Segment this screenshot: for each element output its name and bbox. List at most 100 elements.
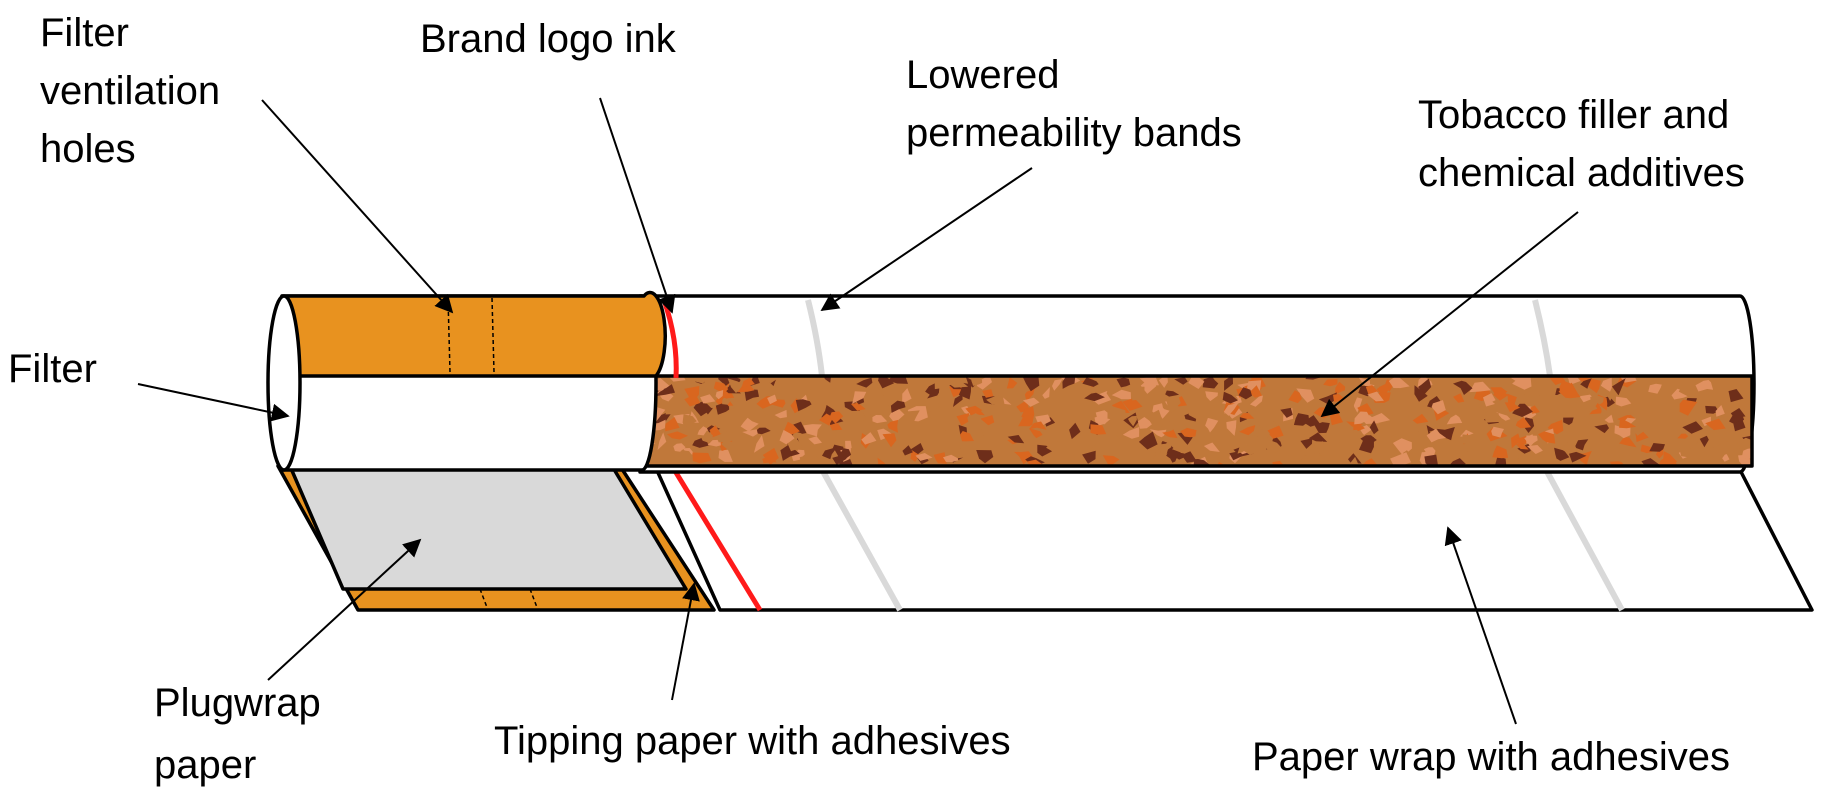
tobacco-flake <box>1327 433 1345 444</box>
tobacco-flake <box>1254 428 1270 440</box>
tobacco-flake <box>1705 418 1726 431</box>
tobacco-flake <box>1188 376 1205 389</box>
tobacco-flake <box>1483 393 1498 407</box>
tobacco-flake <box>689 376 707 384</box>
tobacco-flake <box>1450 458 1466 466</box>
tobacco-flake <box>1615 443 1630 462</box>
tobacco-flake <box>1390 452 1411 466</box>
tobacco-flake <box>1524 434 1535 447</box>
tobacco-flake <box>1132 386 1145 401</box>
tobacco-flake <box>1515 417 1532 429</box>
tobacco-flake <box>915 453 933 461</box>
tobacco-flake <box>1022 376 1040 392</box>
tobacco-flake <box>1426 428 1447 443</box>
tobacco-flake <box>1158 441 1170 456</box>
tobacco-flake <box>1243 444 1259 455</box>
tobacco-flake <box>715 402 730 415</box>
tobacco-flake <box>1469 381 1491 393</box>
tobacco-flake <box>721 439 739 453</box>
label-plugwrap-paper: Plugwrap paper <box>154 681 332 787</box>
tobacco-flake <box>1007 435 1025 444</box>
tobacco-flake <box>1446 414 1463 425</box>
tobacco-flake <box>1568 405 1588 418</box>
tobacco-flake <box>1116 427 1127 442</box>
tobacco-flake <box>1504 402 1521 413</box>
tobacco-flake <box>1202 376 1219 389</box>
sheet-vent-dash-2 <box>529 588 539 611</box>
tobacco-flake <box>772 399 786 408</box>
tobacco-flake <box>1658 456 1678 466</box>
tobacco-flake <box>1494 456 1507 466</box>
tobacco-flake <box>1239 425 1256 436</box>
tobacco-flake <box>837 448 852 459</box>
tobacco-flake <box>862 410 872 418</box>
tobacco-flake <box>1094 414 1106 426</box>
tobacco-flake <box>1037 444 1052 457</box>
tobacco-flake <box>791 453 801 462</box>
tobacco-flake <box>971 376 983 386</box>
tobacco-flake <box>1045 441 1065 453</box>
tobacco-flake <box>1730 408 1746 419</box>
tobacco-flake <box>1600 377 1612 392</box>
tobacco-flake <box>744 389 759 401</box>
tobacco-flake <box>1353 397 1363 413</box>
tobacco-flake <box>856 377 873 388</box>
tobacco-flake <box>1174 377 1188 385</box>
tobacco-flake <box>1594 424 1609 434</box>
tobacco-flake <box>707 439 721 447</box>
label-brand-logo-ink: Brand logo ink <box>420 17 677 61</box>
tobacco-flake <box>1678 383 1698 397</box>
tobacco-flake <box>780 444 800 461</box>
tobacco-flake <box>950 447 967 459</box>
tobacco-flake <box>727 378 747 393</box>
arrow-tipping <box>671 582 700 701</box>
tobacco-filler <box>628 374 1754 468</box>
tobacco-flake <box>1563 417 1574 425</box>
tobacco-flake <box>1006 377 1018 389</box>
tobacco-flake <box>1538 431 1556 444</box>
tobacco-flake <box>1561 442 1577 452</box>
tobacco-flake <box>1677 433 1689 439</box>
tobacco-flake <box>1527 445 1543 454</box>
tobacco-flake <box>1052 379 1063 391</box>
tobacco-flake <box>806 455 821 463</box>
tobacco-flake <box>872 415 888 424</box>
tobacco-flake <box>667 431 688 440</box>
tobacco-flake <box>787 439 803 452</box>
arrow-tobacco <box>1320 211 1579 418</box>
tobacco-flake <box>850 402 866 411</box>
tobacco-flake <box>1280 407 1293 418</box>
label-filter: Filter <box>8 347 97 391</box>
tobacco-flake <box>692 452 712 464</box>
tobacco-flake <box>1484 413 1500 423</box>
tobacco-flake <box>1300 438 1313 449</box>
tobacco-flake <box>767 394 777 405</box>
band-line-sheet-1 <box>817 464 903 612</box>
tobacco-flake <box>1462 431 1482 446</box>
tobacco-flake <box>1173 422 1188 430</box>
tobacco-flake <box>1633 424 1647 436</box>
tobacco-flake <box>1590 394 1604 405</box>
tobacco-flake <box>1258 418 1277 428</box>
tobacco-flake <box>1165 390 1180 397</box>
arrow-filter <box>137 383 290 422</box>
tobacco-flake <box>1558 382 1581 399</box>
tobacco-flake <box>948 377 969 388</box>
tobacco-flake <box>889 409 905 424</box>
tobacco-flake <box>1140 378 1157 394</box>
tobacco-flake <box>709 425 721 438</box>
tobacco-flake <box>762 447 779 465</box>
tobacco-flake <box>933 452 947 464</box>
tobacco-flake <box>902 445 913 456</box>
label-tobacco-filler: Tobacco filler and chemical additives <box>1418 93 1745 195</box>
tobacco-flake <box>1203 442 1220 452</box>
tobacco-flake <box>1029 428 1043 439</box>
tobacco-flake <box>822 446 838 460</box>
tobacco-flake <box>1507 393 1517 410</box>
tobacco-flake <box>1728 389 1744 403</box>
tobacco-flake <box>1619 418 1637 429</box>
tobacco-flake <box>1699 435 1709 448</box>
tobacco-flake <box>887 419 899 433</box>
tobacco-flake <box>1018 414 1034 427</box>
